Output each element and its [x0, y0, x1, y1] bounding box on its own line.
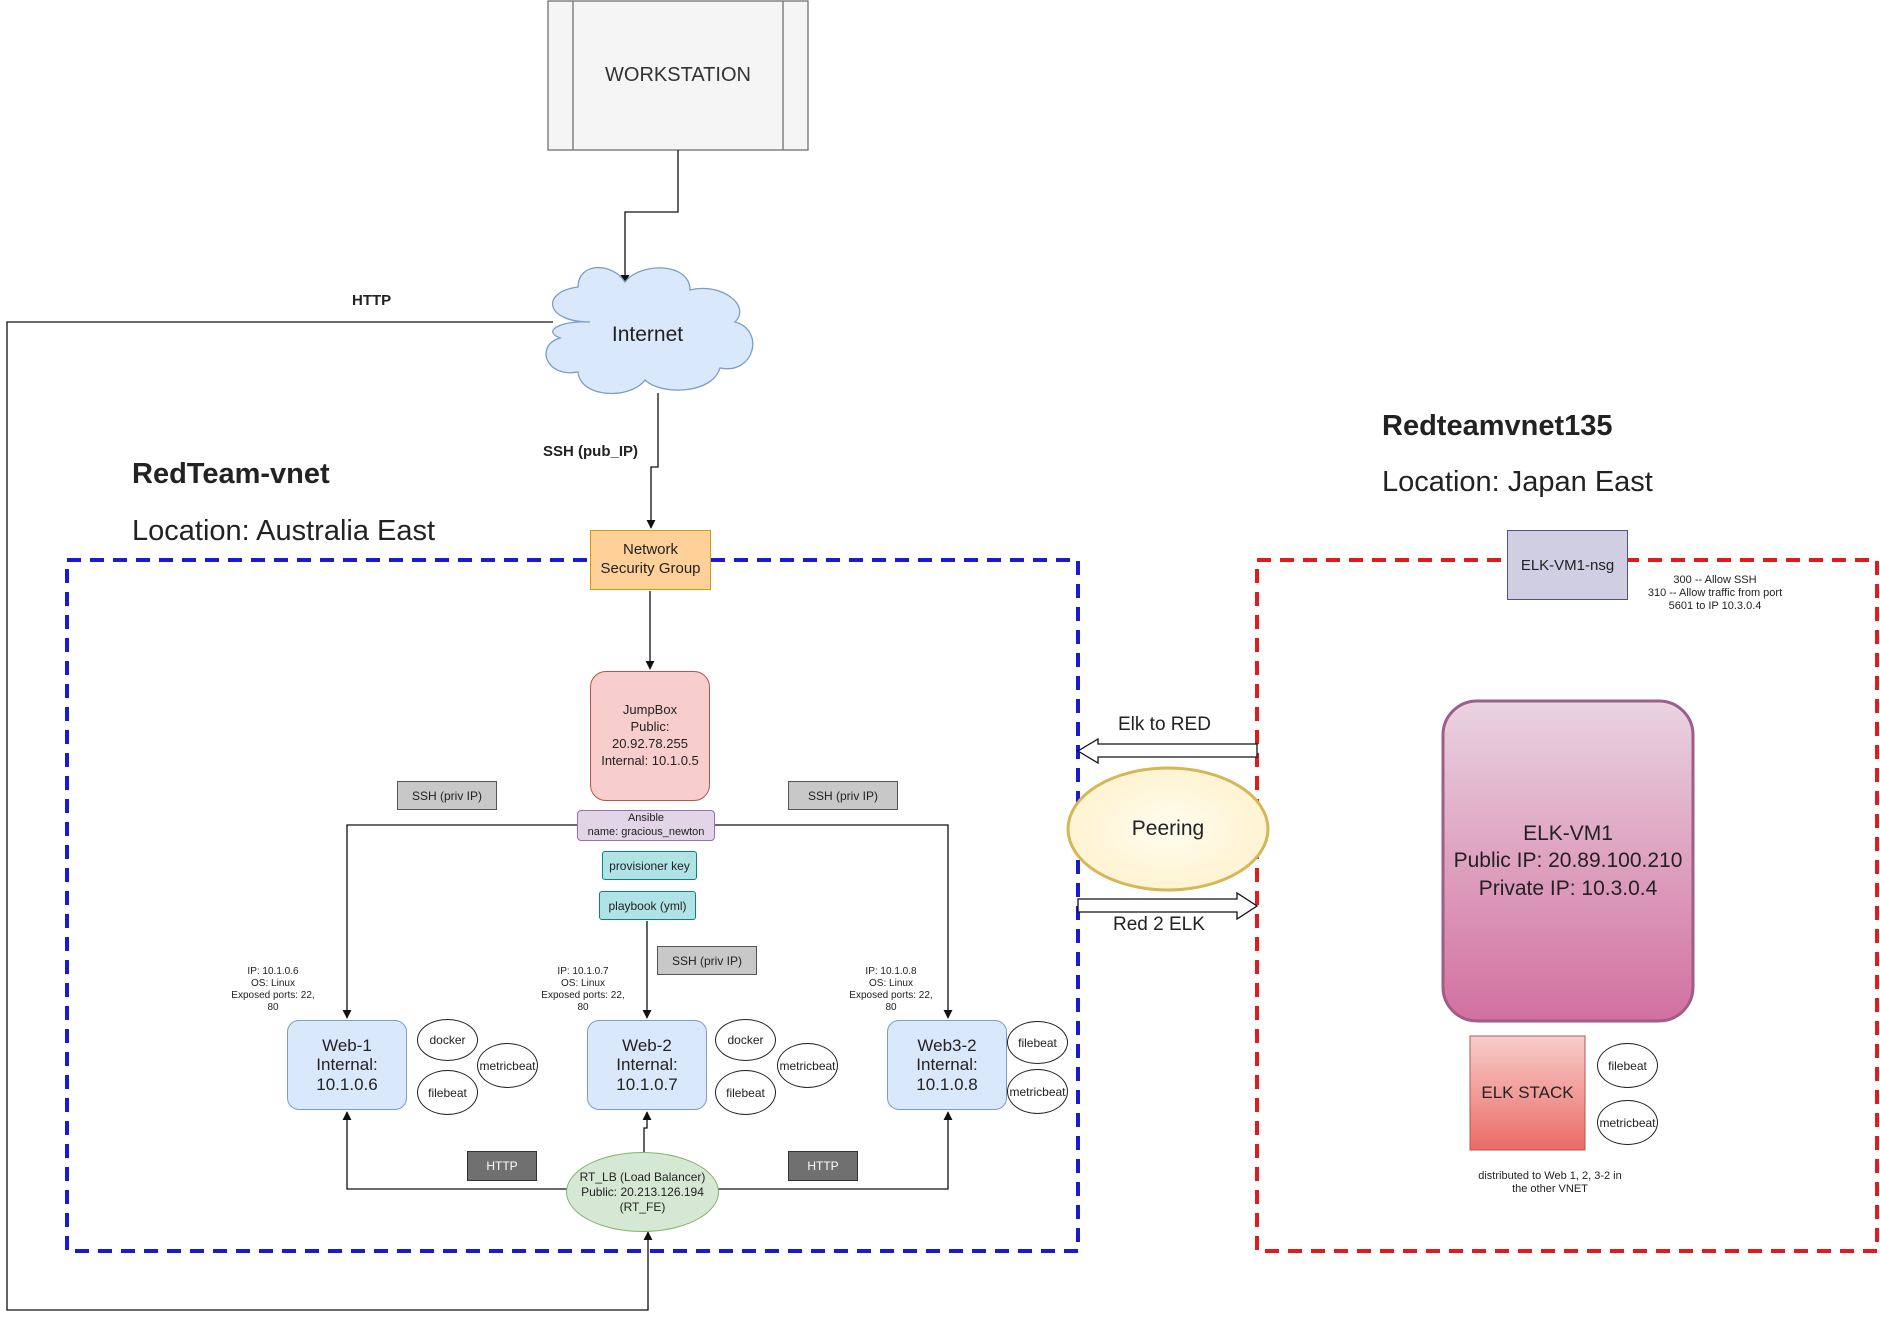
- web1-info: IP: 10.1.0.6 OS: Linux Exposed ports: 22…: [231, 966, 315, 1013]
- redteamvnet135-title: Redteamvnet135: [1382, 410, 1613, 442]
- elk-stack-label[interactable]: ELK STACK: [1481, 1083, 1574, 1102]
- web2-filebeat-tag: filebeat: [715, 1070, 776, 1115]
- peering-label[interactable]: Peering: [1131, 817, 1205, 840]
- ssh-priv-ip-right: SSH (priv IP): [788, 781, 898, 810]
- redteam-vnet-title: RedTeam-vnet: [132, 458, 330, 490]
- web2-docker-tag: docker: [715, 1019, 776, 1061]
- redteam-vnet-border: [65, 558, 1080, 1253]
- web3-filebeat-tag: filebeat: [1007, 1021, 1068, 1064]
- elk-filebeat-tag: filebeat: [1597, 1043, 1658, 1088]
- internet-cloud-shape: [545, 266, 754, 395]
- ansible-node[interactable]: Ansible name: gracious_newton: [577, 810, 715, 841]
- redteam-vnet-location: Location: Australia East: [132, 515, 436, 547]
- web2-info: IP: 10.1.0.7 OS: Linux Exposed ports: 22…: [541, 966, 625, 1013]
- web3-node[interactable]: Web3-2 Internal: 10.1.0.8: [887, 1020, 1007, 1110]
- http-left-label: HTTP: [467, 1151, 537, 1181]
- ssh-priv-ip-left: SSH (priv IP): [397, 781, 497, 810]
- web1-metricbeat-tag: metricbeat: [477, 1043, 538, 1088]
- elk-stack-note: distributed to Web 1, 2, 3-2 in the othe…: [1478, 1170, 1622, 1196]
- elk-stack-box: [1469, 1035, 1586, 1151]
- web1-filebeat-tag: filebeat: [417, 1070, 478, 1115]
- web3-metricbeat-tag: metricbeat: [1007, 1069, 1068, 1114]
- playbook-yml[interactable]: playbook (yml): [599, 891, 696, 920]
- elk-vm1-node[interactable]: ELK-VM1 Public IP: 20.89.100.210 Private…: [1453, 822, 1683, 900]
- red-to-elk-arrow: [1077, 891, 1259, 921]
- network-security-group[interactable]: Network Security Group: [590, 530, 711, 590]
- workstation-label: WORKSTATION: [605, 63, 751, 86]
- web2-node[interactable]: Web-2 Internal: 10.1.0.7: [587, 1020, 707, 1110]
- web1-node[interactable]: Web-1 Internal: 10.1.0.6: [287, 1020, 407, 1110]
- jumpbox-node[interactable]: JumpBox Public: 20.92.78.255 Internal: 1…: [590, 671, 710, 801]
- web2-metricbeat-tag: metricbeat: [777, 1043, 838, 1088]
- http-right-label: HTTP: [788, 1151, 858, 1181]
- workstation-box: [547, 0, 809, 151]
- http-edge-label: HTTP: [352, 292, 392, 309]
- web1-docker-tag: docker: [417, 1019, 478, 1061]
- peering-ellipse: [1066, 766, 1270, 892]
- internet-label: Internet: [611, 323, 684, 346]
- elk-vm-box: [1441, 699, 1695, 1023]
- elk-metricbeat-tag: metricbeat: [1597, 1100, 1658, 1145]
- load-balancer-node[interactable]: RT_LB (Load Balancer) Public: 20.213.126…: [566, 1152, 719, 1232]
- ssh-priv-ip-mid: SSH (priv IP): [657, 946, 757, 975]
- elk-nsg-rules: 300 -- Allow SSH 310 -- Allow traffic fr…: [1647, 574, 1783, 613]
- elk-to-red-arrow: [1076, 737, 1258, 765]
- redteamvnet135-location: Location: Japan East: [1382, 466, 1653, 498]
- ssh-pub-edge-label: SSH (pub_IP): [543, 443, 639, 460]
- elk-to-red-label: Elk to RED: [1118, 714, 1211, 735]
- red-to-elk-label: Red 2 ELK: [1113, 914, 1205, 935]
- provisioner-key[interactable]: provisioner key: [602, 851, 697, 880]
- web3-info: IP: 10.1.0.8 OS: Linux Exposed ports: 22…: [849, 966, 933, 1013]
- elk-vm1-nsg[interactable]: ELK-VM1-nsg: [1507, 530, 1628, 600]
